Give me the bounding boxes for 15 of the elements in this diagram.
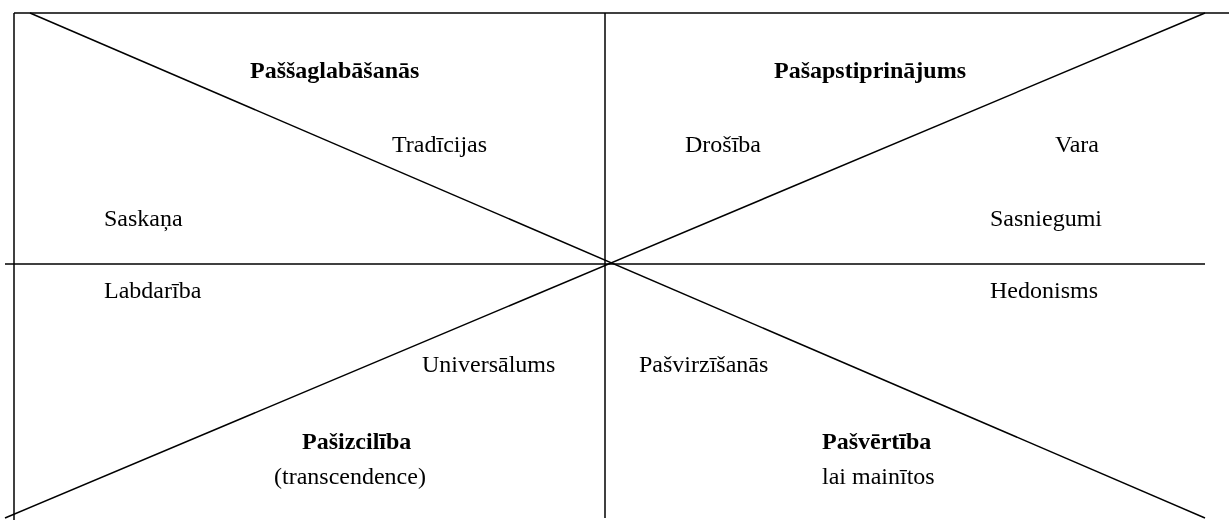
quadrant-heading: Pašizcilība <box>302 427 412 455</box>
value-label: Saskaņa <box>104 204 183 232</box>
value-label: Vara <box>1055 130 1099 158</box>
value-label: Drošība <box>685 130 761 158</box>
quadrant-heading: Paššaglabāšanās <box>250 56 420 84</box>
value-label: Labdarība <box>104 276 202 304</box>
quadrant-heading: Pašvērtība <box>822 427 932 455</box>
value-label: Pašvirzīšanās <box>639 350 769 378</box>
value-label: Universālums <box>422 350 556 378</box>
value-label: (transcendence) <box>274 462 426 490</box>
value-label: Hedonisms <box>990 276 1098 304</box>
value-label: lai mainītos <box>822 462 935 490</box>
value-label: Sasniegumi <box>990 204 1102 232</box>
quadrant-heading: Pašapstiprinājums <box>774 56 967 84</box>
value-label: Tradīcijas <box>392 130 488 158</box>
